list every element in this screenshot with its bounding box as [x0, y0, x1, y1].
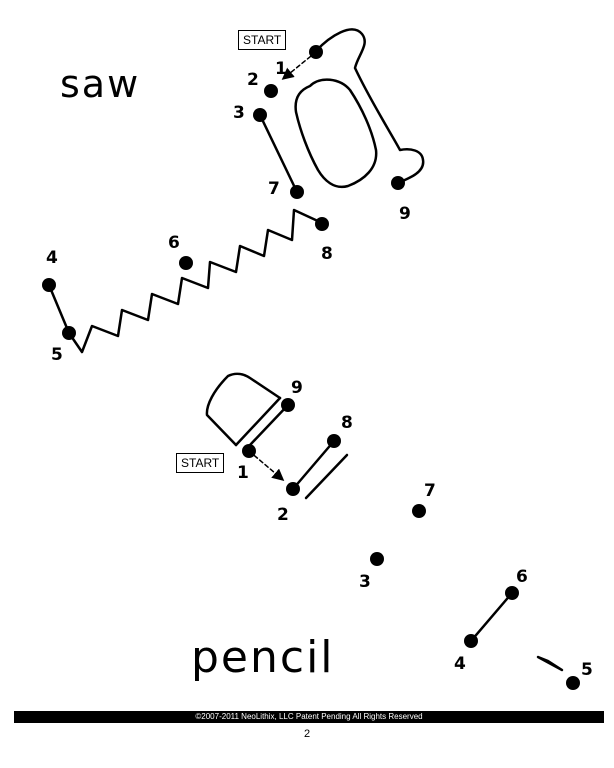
- saw-dot-2[interactable]: [264, 84, 278, 98]
- saw-dot-4[interactable]: [42, 278, 56, 292]
- saw-handle-grip: [294, 78, 378, 189]
- pencil-start-label: START: [176, 453, 225, 473]
- pencil-dot-2[interactable]: [286, 482, 300, 496]
- saw-number-8: 8: [321, 244, 333, 264]
- pencil-puzzle: [205, 372, 564, 672]
- pencil-number-9: 9: [291, 378, 303, 398]
- saw-line-3-7: [258, 113, 299, 194]
- pencil-dot-4[interactable]: [464, 634, 478, 648]
- word-pencil: pencil: [191, 632, 335, 683]
- saw-number-7: 7: [268, 179, 280, 199]
- pencil-number-2: 2: [277, 505, 289, 525]
- pencil-dot-7[interactable]: [412, 504, 426, 518]
- saw-handle-outline: [314, 28, 425, 185]
- pencil-number-5: 5: [581, 660, 593, 680]
- pencil-ferrule-1: [234, 396, 282, 447]
- saw-dot-6[interactable]: [179, 256, 193, 270]
- pencil-number-4: 4: [454, 654, 466, 674]
- pencil-body-edge: [304, 453, 349, 500]
- saw-number-3: 3: [233, 103, 245, 123]
- pencil-number-3: 3: [359, 572, 371, 592]
- saw-dots: [42, 45, 405, 340]
- saw-dot-7[interactable]: [290, 185, 304, 199]
- pencil-dot-8[interactable]: [327, 434, 341, 448]
- pencil-eraser: [205, 372, 282, 447]
- pencil-ferrule-2: [248, 403, 290, 447]
- pencil-number-1: 1: [237, 463, 249, 483]
- saw-number-5: 5: [51, 345, 63, 365]
- pencil-dot-6[interactable]: [505, 586, 519, 600]
- pencil-dot-3[interactable]: [370, 552, 384, 566]
- saw-number-6: 6: [168, 233, 180, 253]
- pencil-line-2-8: [291, 439, 336, 491]
- pencil-dot-9[interactable]: [281, 398, 295, 412]
- saw-dot-8[interactable]: [315, 217, 329, 231]
- page-number: 2: [303, 728, 311, 740]
- copyright-bar: ©2007-2011 NeoLithix, LLC Patent Pending…: [14, 711, 604, 723]
- pencil-start-arrow: [248, 450, 285, 481]
- saw-line-4-5: [47, 283, 71, 335]
- pencil-tip-mark: [536, 655, 564, 672]
- saw-number-9: 9: [399, 204, 411, 224]
- saw-teeth: [67, 208, 322, 354]
- saw-start-label: START: [238, 30, 287, 50]
- saw-dot-1[interactable]: [309, 45, 323, 59]
- saw-dot-9[interactable]: [391, 176, 405, 190]
- pencil-dot-1[interactable]: [242, 444, 256, 458]
- word-saw: saw: [60, 62, 141, 106]
- saw-number-1: 1: [275, 59, 287, 79]
- pencil-line-4-6: [469, 591, 514, 643]
- pencil-dots: [242, 398, 580, 690]
- saw-number-4: 4: [46, 248, 58, 268]
- pencil-number-8: 8: [341, 413, 353, 433]
- pencil-number-7: 7: [424, 481, 436, 501]
- pencil-number-6: 6: [516, 567, 528, 587]
- pencil-dot-5[interactable]: [566, 676, 580, 690]
- saw-dot-5[interactable]: [62, 326, 76, 340]
- saw-number-2: 2: [247, 70, 259, 90]
- saw-dot-3[interactable]: [253, 108, 267, 122]
